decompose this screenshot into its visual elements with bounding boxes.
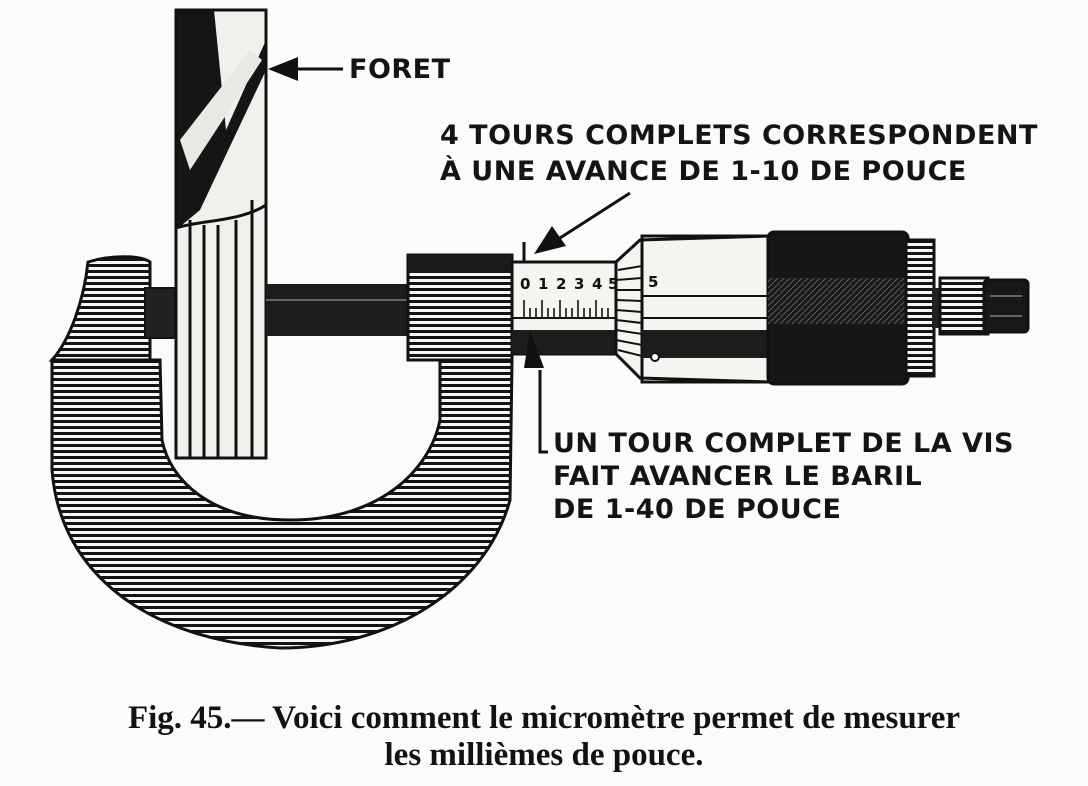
sleeve-number-5: 5 xyxy=(608,275,618,293)
sleeve-number-3: 3 xyxy=(574,275,584,293)
figure-caption: Fig. 45.— Voici comment le micromètre pe… xyxy=(0,700,1088,774)
sleeve-number-1: 1 xyxy=(538,275,548,293)
sleeve-number-2: 2 xyxy=(556,275,566,293)
sleeve-number-0: 0 xyxy=(520,275,530,293)
tours-arrow xyxy=(534,191,631,254)
ratchet-head xyxy=(766,230,1030,386)
label-vis-line3: DE 1-40 DE POUCE xyxy=(553,494,841,525)
label-vis-line2: FAIT AVANCER LE BARIL xyxy=(553,461,922,492)
label-vis-line1: UN TOUR COMPLET DE LA VIS xyxy=(553,428,1014,459)
drill-bit xyxy=(174,8,268,460)
caption-line-1: Fig. 45.— Voici comment le micromètre pe… xyxy=(127,700,961,736)
label-tours-line1: 4 TOURS COMPLETS CORRESPONDENT xyxy=(440,120,1038,151)
sleeve-scale: 0 1 2 3 4 5 xyxy=(510,242,618,356)
spindle xyxy=(266,284,412,336)
label-tours-line2: À UNE AVANCE DE 1-10 DE POUCE xyxy=(440,155,967,187)
barrel-lock xyxy=(406,253,514,362)
vis-arrow xyxy=(524,330,548,454)
thimble-number: 5 xyxy=(648,273,658,291)
foret-arrow xyxy=(268,57,343,81)
label-foret: FORET xyxy=(349,54,451,85)
caption-line-2: les millièmes de pouce. xyxy=(384,737,704,773)
sleeve-number-4: 4 xyxy=(592,275,602,293)
thimble: 5 xyxy=(614,234,772,384)
micrometer-frame xyxy=(48,255,514,650)
